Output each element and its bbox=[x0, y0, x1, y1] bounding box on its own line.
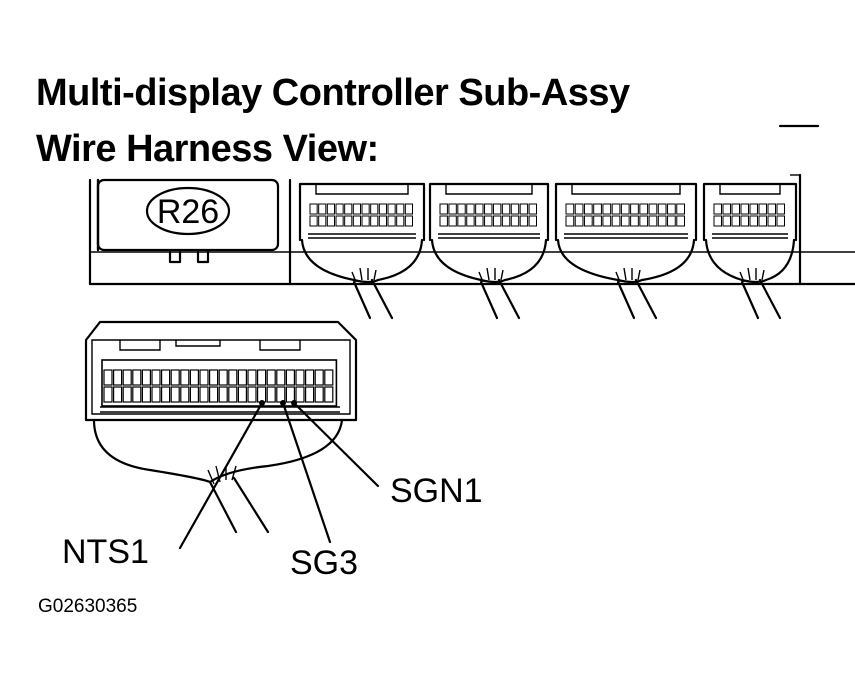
sg3-pin-dot bbox=[280, 400, 286, 406]
upper-connector-3 bbox=[554, 182, 698, 320]
sg3-leader bbox=[281, 401, 332, 544]
nts1-label: NTS1 bbox=[62, 533, 149, 571]
sg3-label: SG3 bbox=[290, 544, 358, 582]
upper-connector-2 bbox=[428, 182, 550, 320]
sgn1-pin-dot bbox=[291, 400, 297, 406]
sgn1-label: SGN1 bbox=[390, 472, 483, 510]
title-line-2: Wire Harness View: bbox=[36, 128, 379, 170]
upper-connectors bbox=[298, 182, 798, 320]
ecu-panel bbox=[88, 173, 855, 286]
upper-connector-4 bbox=[702, 182, 798, 320]
figure-code: G02630365 bbox=[38, 596, 138, 617]
title-line-1: Multi-display Controller Sub-Assy bbox=[36, 72, 630, 114]
enlarged-connector bbox=[84, 320, 358, 534]
connector-id-label: R26 bbox=[157, 193, 219, 231]
pin-leader-lines bbox=[178, 400, 380, 550]
sgn1-leader bbox=[292, 401, 380, 488]
nts1-leader bbox=[178, 401, 264, 550]
r26-connector-tag: R26 bbox=[145, 186, 231, 264]
upper-connector-1 bbox=[298, 182, 426, 320]
enlarged-connector-pins bbox=[101, 359, 338, 407]
nts1-pin-dot bbox=[259, 400, 265, 406]
